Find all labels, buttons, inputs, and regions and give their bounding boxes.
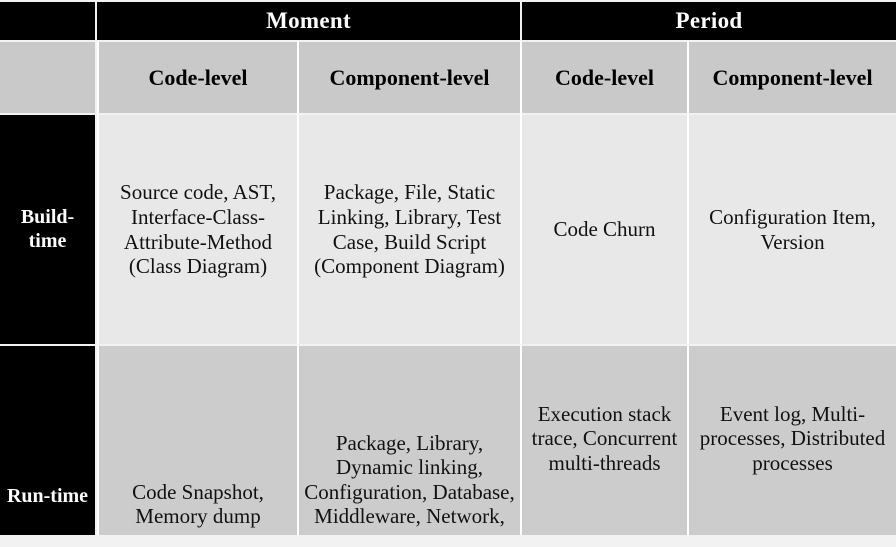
subheader-corner-cell (0, 40, 97, 113)
subheader-period-code-level: Code-level (520, 40, 688, 113)
cell-build-period-component-level: Configuration Item, Version (687, 113, 896, 344)
cell-build-moment-code-level: Source code, AST, Interface-Class-Attrib… (97, 113, 297, 344)
table-corner-cell (0, 2, 97, 40)
cell-build-moment-component-level: Package, File, Static Linking, Library, … (297, 113, 521, 344)
subheader-moment-code-level: Code-level (97, 40, 297, 113)
table-bottom-margin (0, 535, 896, 547)
table-row-build-time: Build-time Source code, AST, Interface-C… (0, 113, 896, 344)
table-subheader-row: Code-level Component-level Code-level Co… (0, 40, 896, 113)
subheader-moment-component-level: Component-level (297, 40, 521, 113)
cell-run-period-component-level: Event log, Multi-processes, Distributed … (687, 344, 896, 535)
cell-run-moment-component-level: Package, Library, Dynamic linking, Confi… (297, 344, 521, 535)
column-group-moment: Moment (97, 2, 521, 40)
cell-run-period-code-level: Execution stack trace, Concurrent multi-… (520, 344, 688, 535)
table-row-run-time: Run-time Code Snapshot, Memory dump Pack… (0, 344, 896, 535)
table-group-header-row: Moment Period (0, 2, 896, 40)
comparison-table: Moment Period Code-level Component-level… (0, 2, 896, 535)
cell-build-period-code-level: Code Churn (520, 113, 688, 344)
column-group-period: Period (520, 2, 896, 40)
row-label-run-time: Run-time (0, 344, 97, 535)
subheader-period-component-level: Component-level (687, 40, 896, 113)
cell-run-moment-code-level: Code Snapshot, Memory dump (97, 344, 297, 535)
row-label-build-time: Build-time (0, 113, 97, 344)
